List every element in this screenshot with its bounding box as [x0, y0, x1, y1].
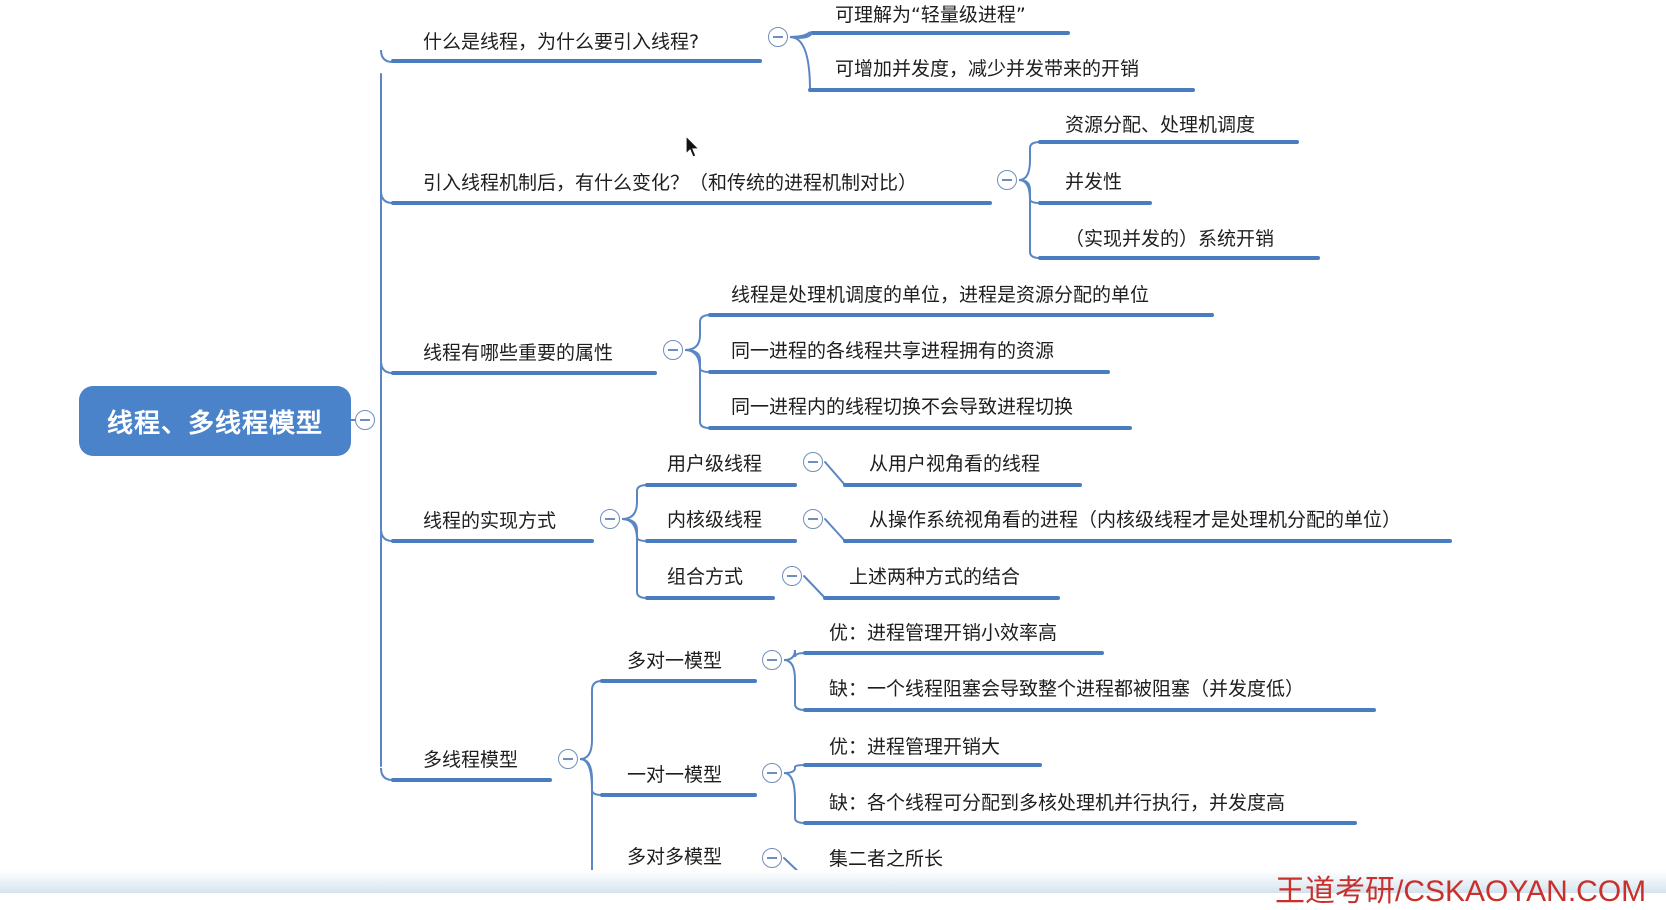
mouse-pointer-icon [685, 135, 701, 158]
leaf-o2o-con[interactable]: 缺：各个线程可分配到多核处理机并行执行，并发度高 [829, 792, 1286, 814]
branch-multithread-model[interactable]: 多线程模型 [423, 749, 519, 771]
m2m-collapse-icon[interactable] [762, 848, 782, 868]
node-one-to-one[interactable]: 一对一模型 [627, 764, 723, 786]
leaf-m2o-pro[interactable]: 优：进程管理开销小效率高 [829, 622, 1058, 644]
root-label: 线程、多线程模型 [106, 408, 323, 439]
branch3-collapse-icon[interactable] [600, 509, 620, 529]
watermark: 王道考研/CSKAOYAN.COM [1275, 875, 1647, 908]
leaf-scheduling-unit[interactable]: 线程是处理机调度的单位，进程是资源分配的单位 [731, 284, 1150, 306]
branch2-collapse-icon[interactable] [663, 340, 683, 360]
spine-curve [380, 49, 394, 63]
root-node[interactable]: 线程、多线程模型 [79, 386, 351, 456]
connector [803, 575, 826, 599]
connector [684, 349, 711, 373]
connector [579, 680, 603, 760]
root-collapse-icon[interactable] [355, 410, 375, 430]
node-kernel-level-thread[interactable]: 内核级线程 [667, 509, 763, 531]
leaf-no-process-switch[interactable]: 同一进程内的线程切换不会导致进程切换 [731, 396, 1074, 418]
leaf-shared-resources[interactable]: 同一进程的各线程共享进程拥有的资源 [731, 340, 1055, 362]
connector [783, 772, 806, 824]
node-combined-mode[interactable]: 组合方式 [667, 566, 744, 588]
o2o-collapse-icon[interactable] [762, 763, 782, 783]
branch-attributes[interactable]: 线程有哪些重要的属性 [423, 342, 614, 364]
leaf-resource-scheduling[interactable]: 资源分配、处理机调度 [1065, 114, 1256, 136]
leaf-concurrency[interactable]: 并发性 [1065, 171, 1123, 193]
connector [684, 314, 711, 351]
connector [621, 518, 648, 542]
connector [579, 758, 603, 879]
connector [783, 659, 806, 711]
node-many-to-many[interactable]: 多对多模型 [627, 846, 723, 868]
spine-curve [380, 767, 394, 781]
branch1-collapse-icon[interactable] [997, 170, 1017, 190]
connector [783, 649, 806, 661]
spine-curve [380, 360, 394, 374]
branch-changes[interactable]: 引入线程机制后，有什么变化？（和传统的进程机制对比） [423, 172, 918, 194]
spine-curve [380, 528, 394, 542]
spine-curve [380, 190, 394, 204]
leaf-m2m[interactable]: 集二者之所长 [829, 848, 944, 870]
leaf-system-overhead[interactable]: （实现并发的）系统开销 [1065, 228, 1275, 250]
leaf-user-view-thread[interactable]: 从用户视角看的线程 [869, 453, 1041, 475]
kernel-thread-collapse-icon[interactable] [803, 509, 823, 529]
connector [789, 36, 811, 91]
leaf-increase-concurrency[interactable]: 可增加并发度，减少并发带来的开销 [835, 58, 1140, 80]
node-many-to-one[interactable]: 多对一模型 [627, 650, 723, 672]
node-user-level-thread[interactable]: 用户级线程 [667, 453, 763, 475]
connector [1018, 141, 1041, 181]
leaf-combination[interactable]: 上述两种方式的结合 [849, 566, 1021, 588]
connector [621, 518, 648, 599]
user-thread-collapse-icon[interactable] [803, 452, 823, 472]
connector [684, 349, 711, 429]
branch-implementation[interactable]: 线程的实现方式 [423, 510, 557, 532]
leaf-o2o-pro[interactable]: 优：进程管理开销大 [829, 736, 1001, 758]
branch0-collapse-icon[interactable] [768, 27, 788, 47]
combined-collapse-icon[interactable] [782, 566, 802, 586]
connector [824, 461, 846, 486]
connector [1018, 179, 1041, 259]
leaf-m2o-con[interactable]: 缺：一个线程阻塞会导致整个进程都被阻塞（并发度低） [829, 678, 1305, 700]
connector [621, 484, 648, 520]
connector [789, 32, 813, 39]
branch-what-is-thread[interactable]: 什么是线程，为什么要引入线程? [423, 31, 700, 53]
branch4-collapse-icon[interactable] [558, 749, 578, 769]
connector [783, 764, 806, 774]
leaf-os-view-process[interactable]: 从操作系统视角看的进程（内核级线程才是处理机分配的单位） [869, 509, 1402, 531]
bottom-decoration [0, 870, 1666, 893]
m2o-collapse-icon[interactable] [762, 650, 782, 670]
connector [824, 518, 846, 542]
leaf-lightweight-process[interactable]: 可理解为“轻量级进程” [835, 4, 1026, 26]
